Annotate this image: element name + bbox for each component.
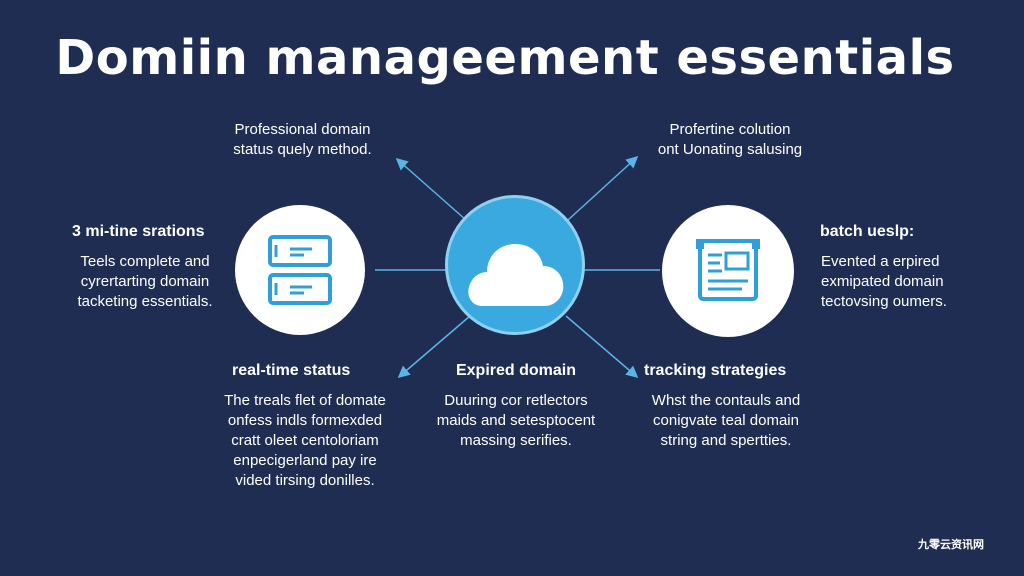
top-left-note: Professional domain status quely method. [200,120,405,160]
bottom-right-line: string and spertties. [660,432,792,449]
right-block-body: Evented a erpired exmipated domain tecto… [821,252,996,312]
bottom-left-line: The treals flet of domate [224,392,386,409]
right-block-line: Evented a erpired [821,253,940,270]
bottom-right-heading: tracking strategies [644,362,787,379]
bottom-left-line: enpecigerland pay ire [233,452,377,469]
right-block-heading: batch ueslp: [820,223,915,240]
left-block-line: Teels complete and [80,253,210,270]
bottom-center-heading: Expired domain [455,362,577,379]
connector-top-right [567,155,639,221]
top-right-note-line: ont Uonating salusing [657,141,803,158]
top-left-note-line: Professional domain [234,121,371,138]
right-block-line: tectovsing oumers. [821,293,947,310]
server-icon [268,235,332,305]
document-icon [696,239,760,301]
bottom-left-line: cratt oleet centoloriam [231,432,379,449]
left-block-heading: 3 mi-tine srations [72,223,205,240]
bottom-center-line: massing serifies. [460,432,572,449]
connector-bottom-left [397,315,471,378]
left-circle [235,205,365,335]
left-block-body: Teels complete and cyrertarting domain t… [60,252,230,312]
cloud-icon [468,244,564,306]
left-block-line: tacketing essentials. [77,293,213,310]
center-circle [448,198,582,332]
watermark: 九零云资讯网 [918,539,984,551]
bottom-right-body: Whst the contauls and conigvate teal dom… [626,391,826,451]
bottom-left-line: onfess indls formexded [227,412,383,429]
right-block-line: exmipated domain [821,273,944,290]
bottom-right-line: conigvate teal domain [653,412,799,429]
connector-top-left [395,158,467,221]
page-title: Domiin manageement essentials [55,30,955,86]
bottom-left-heading: real-time status [232,362,351,379]
bottom-center-line: maids and setesptocent [436,412,596,429]
left-block-line: cyrertarting domain [80,273,210,290]
bottom-center-line: Duuring cor retlectors [444,392,588,409]
connector-bottom-right [565,315,639,378]
top-right-note: Profertine colution ont Uonating salusin… [620,120,840,160]
bottom-right-line: Whst the contauls and [651,392,801,409]
top-right-note-line: Profertine colution [669,121,791,138]
top-left-note-line: status quely method. [233,141,372,158]
bottom-left-body: The treals flet of domate onfess indls f… [200,391,410,491]
bottom-center-body: Duuring cor retlectors maids and setespt… [412,391,620,451]
bottom-left-line: vided tirsing donilles. [235,472,375,489]
right-circle [662,205,794,337]
